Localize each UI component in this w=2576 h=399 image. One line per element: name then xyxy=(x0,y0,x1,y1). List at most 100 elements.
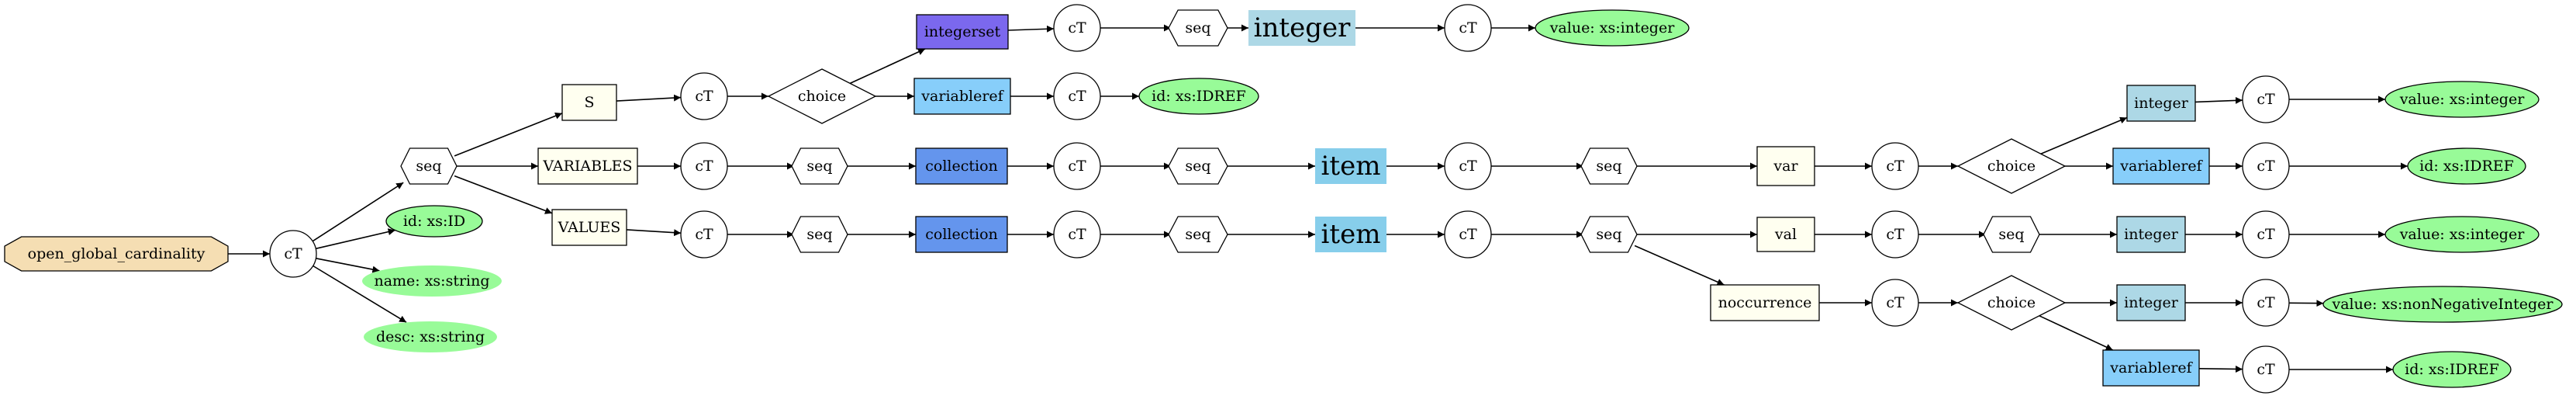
node-ct-var: cT xyxy=(680,142,728,190)
node-shape-ct-coll-val xyxy=(1053,210,1101,258)
node-shape-s xyxy=(561,84,617,121)
node-ct-varref-s: cT xyxy=(1053,72,1101,120)
node-label-coll-val: collection xyxy=(925,226,998,243)
node-shape-ct-item-var xyxy=(1444,142,1492,190)
node-label-seq-iset: seq xyxy=(1185,19,1210,36)
node-label-ct-int-var: cT xyxy=(2257,91,2275,108)
node-label-integer-nocc: integer xyxy=(2124,294,2179,311)
node-ct-val: cT xyxy=(1871,210,1919,258)
node-shape-seq-main xyxy=(400,147,458,185)
node-label-val-int-big: value: xs:integer xyxy=(1549,19,1676,36)
node-varref-s: variableref xyxy=(913,78,1011,115)
node-label-attr-id: id: xs:ID xyxy=(403,213,465,230)
node-val-nonneg: value: xs:nonNegativeInteger xyxy=(2322,286,2563,323)
node-seq-coll-val: seq xyxy=(1168,216,1228,253)
node-label-integer-var: integer xyxy=(2134,95,2189,112)
node-shape-seq-val xyxy=(1983,216,2040,253)
node-ct-int-nocc: cT xyxy=(2242,279,2290,327)
node-shape-integer-var xyxy=(2126,85,2196,122)
edge-seq-item-val-to-noccurrence xyxy=(1634,245,1725,286)
node-seq-item-val: seq xyxy=(1580,216,1638,253)
node-label-item-var: item xyxy=(1321,151,1381,182)
edge-ct-root-to-seq-main xyxy=(312,182,404,242)
node-shape-item-val xyxy=(1315,217,1386,252)
node-label-ct-var: cT xyxy=(1886,158,1904,175)
node-shape-ct-var xyxy=(680,142,728,190)
node-label-val-int-var: value: xs:integer xyxy=(2399,91,2526,108)
node-shape-val-int-val xyxy=(2384,216,2540,253)
edge-values-to-ct-val xyxy=(626,229,682,237)
node-label-ct-coll-val: cT xyxy=(1068,226,1086,243)
node-shape-seq-coll-val xyxy=(1168,216,1228,253)
node-shape-integer-val xyxy=(2116,216,2186,253)
node-seq-item-var: seq xyxy=(1580,147,1638,185)
node-noccurrence: noccurrence xyxy=(1710,284,1820,321)
node-label-ct-root: cT xyxy=(284,245,302,262)
node-val-int-big: value: xs:integer xyxy=(1535,9,1690,47)
node-shape-varref-var xyxy=(2112,147,2210,185)
node-label-seq-coll-var: seq xyxy=(1185,158,1210,175)
edge-ct-root-to-attr-id xyxy=(316,228,395,250)
node-label-id-varref-nocc: id: xs:IDREF xyxy=(2405,361,2499,378)
node-seq-val: seq xyxy=(791,216,848,253)
node-shape-attr-id xyxy=(385,205,483,238)
node-ct-int-var: cT xyxy=(2242,75,2290,123)
edge-choice-nocc-to-varref-nocc xyxy=(2039,315,2114,351)
edge-choice-var-to-integer-var xyxy=(2040,116,2128,154)
node-label-attr-name: name: xs:string xyxy=(374,272,489,290)
node-id-varref-var: id: xs:IDREF xyxy=(2407,147,2526,185)
node-choice-var: choice xyxy=(1956,138,2067,194)
node-label-integerset: integerset xyxy=(924,23,1001,40)
edge-seq-main-to-values xyxy=(454,175,553,214)
node-shape-ct-var xyxy=(1871,142,1919,190)
node-shape-ct-nocc xyxy=(1871,279,1919,327)
node-label-values: VALUES xyxy=(558,219,621,236)
node-shape-id-varref-nocc xyxy=(2392,351,2512,388)
node-shape-item-var xyxy=(1315,148,1386,184)
node-shape-val-nonneg xyxy=(2322,286,2563,323)
node-shape-choice-s xyxy=(767,68,877,124)
node-var: var xyxy=(1756,146,1815,186)
node-label-ct-item-val: cT xyxy=(1459,226,1477,243)
node-shape-seq-item-var xyxy=(1580,147,1638,185)
node-values: VALUES xyxy=(551,209,627,246)
node-choice-nocc: choice xyxy=(1956,275,2067,331)
node-label-ct-var: cT xyxy=(695,158,713,175)
node-ct-root: cT xyxy=(269,230,317,278)
edge-layer xyxy=(219,24,2408,373)
node-val-int-val: value: xs:integer xyxy=(2384,216,2540,253)
node-shape-ct-s xyxy=(680,72,728,120)
node-label-varref-var: variableref xyxy=(2119,158,2203,175)
edge-integerset-to-ct-iset xyxy=(1007,25,1055,33)
node-shape-ct-item-val xyxy=(1444,210,1492,258)
edge-ct-root-to-attr-desc xyxy=(313,265,407,323)
node-integer-val: integer xyxy=(2116,216,2186,253)
node-label-seq-coll-val: seq xyxy=(1185,226,1210,243)
node-attr-desc: desc: xs:string xyxy=(364,321,497,352)
node-id-varref-s: id: xs:IDREF xyxy=(1138,78,1259,115)
node-shape-choice-var xyxy=(1956,138,2067,194)
node-ct-varref-nocc: cT xyxy=(2242,345,2290,394)
node-label-ct-nocc: cT xyxy=(1886,294,1904,311)
node-shape-coll-var xyxy=(915,147,1008,185)
node-choice-s: choice xyxy=(767,68,877,124)
node-shape-integerset xyxy=(916,14,1009,50)
node-shape-values xyxy=(551,209,627,246)
node-label-ct-int-val: cT xyxy=(2257,226,2275,243)
node-label-integer-big: integer xyxy=(1254,12,1351,43)
node-id-varref-nocc: id: xs:IDREF xyxy=(2392,351,2512,388)
node-s: S xyxy=(561,84,617,121)
node-ct-val: cT xyxy=(680,210,728,258)
node-label-seq-item-val: seq xyxy=(1596,226,1621,243)
node-label-variables: VARIABLES xyxy=(542,158,632,175)
edge-seq-main-to-s xyxy=(454,113,563,157)
node-shape-id-varref-s xyxy=(1138,78,1259,115)
node-label-varref-nocc: variableref xyxy=(2109,359,2193,376)
node-val-int-var: value: xs:integer xyxy=(2384,81,2540,118)
node-shape-seq-iset xyxy=(1168,9,1228,47)
node-variables: VARIABLES xyxy=(537,147,638,185)
node-label-ct-val: cT xyxy=(1886,226,1904,243)
node-label-val: val xyxy=(1774,226,1797,243)
node-integerset: integerset xyxy=(916,14,1009,50)
node-label-integer-val: integer xyxy=(2124,226,2179,243)
